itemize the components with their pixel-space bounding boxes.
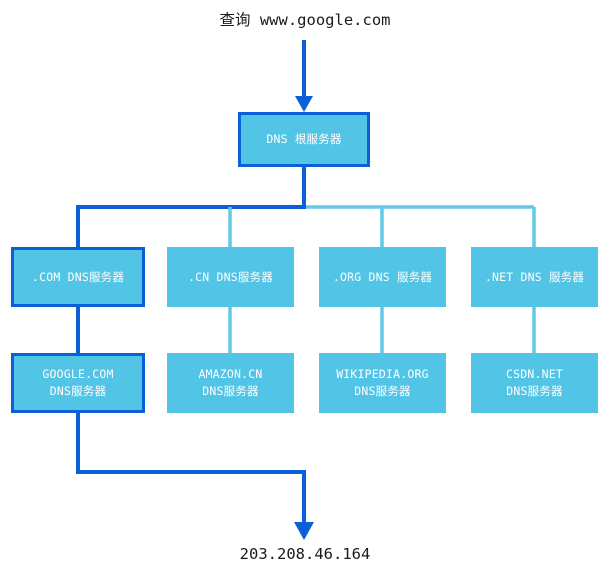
query-arrow-head [295, 96, 313, 112]
node-label: .ORG DNS 服务器 [332, 269, 433, 284]
node-authoritative-amazon-cn[interactable]: AMAZON.CN DNS服务器 [167, 353, 294, 413]
node-authoritative-wikipedia-org[interactable]: WIKIPEDIA.ORG DNS服务器 [319, 353, 446, 413]
node-tld-com[interactable]: .COM DNS服务器 [11, 247, 145, 307]
node-label-line1: CSDN.NET [506, 367, 563, 381]
node-label: DNS 根服务器 [266, 132, 342, 146]
node-label: .NET DNS 服务器 [484, 269, 585, 284]
answer-arrow-head [294, 522, 314, 540]
node-label: .CN DNS服务器 [188, 269, 273, 284]
node-authoritative-google-com[interactable]: GOOGLE.COM DNS服务器 [11, 353, 145, 413]
node-label-line1: AMAZON.CN [198, 367, 263, 381]
query-caption: 查询 www.google.com [219, 11, 391, 29]
answer-route-line [76, 411, 306, 525]
node-label-line1: GOOGLE.COM [42, 367, 114, 381]
node-authoritative-csdn-net[interactable]: CSDN.NET DNS服务器 [471, 353, 598, 413]
node-label-line2: DNS服务器 [506, 384, 563, 398]
node-tld-net[interactable]: .NET DNS 服务器 [471, 247, 598, 307]
node-label-line2: DNS服务器 [202, 384, 259, 398]
node-label: .COM DNS服务器 [31, 269, 125, 284]
node-label-line2: DNS服务器 [49, 384, 107, 398]
node-tld-cn[interactable]: .CN DNS服务器 [167, 247, 294, 307]
node-label-line1: WIKIPEDIA.ORG [336, 367, 429, 381]
resolved-ip-caption: 203.208.46.164 [239, 545, 371, 563]
node-tld-org[interactable]: .ORG DNS 服务器 [319, 247, 446, 307]
node-dns-root[interactable]: DNS 根服务器 [238, 112, 370, 167]
node-label-line2: DNS服务器 [354, 384, 411, 398]
